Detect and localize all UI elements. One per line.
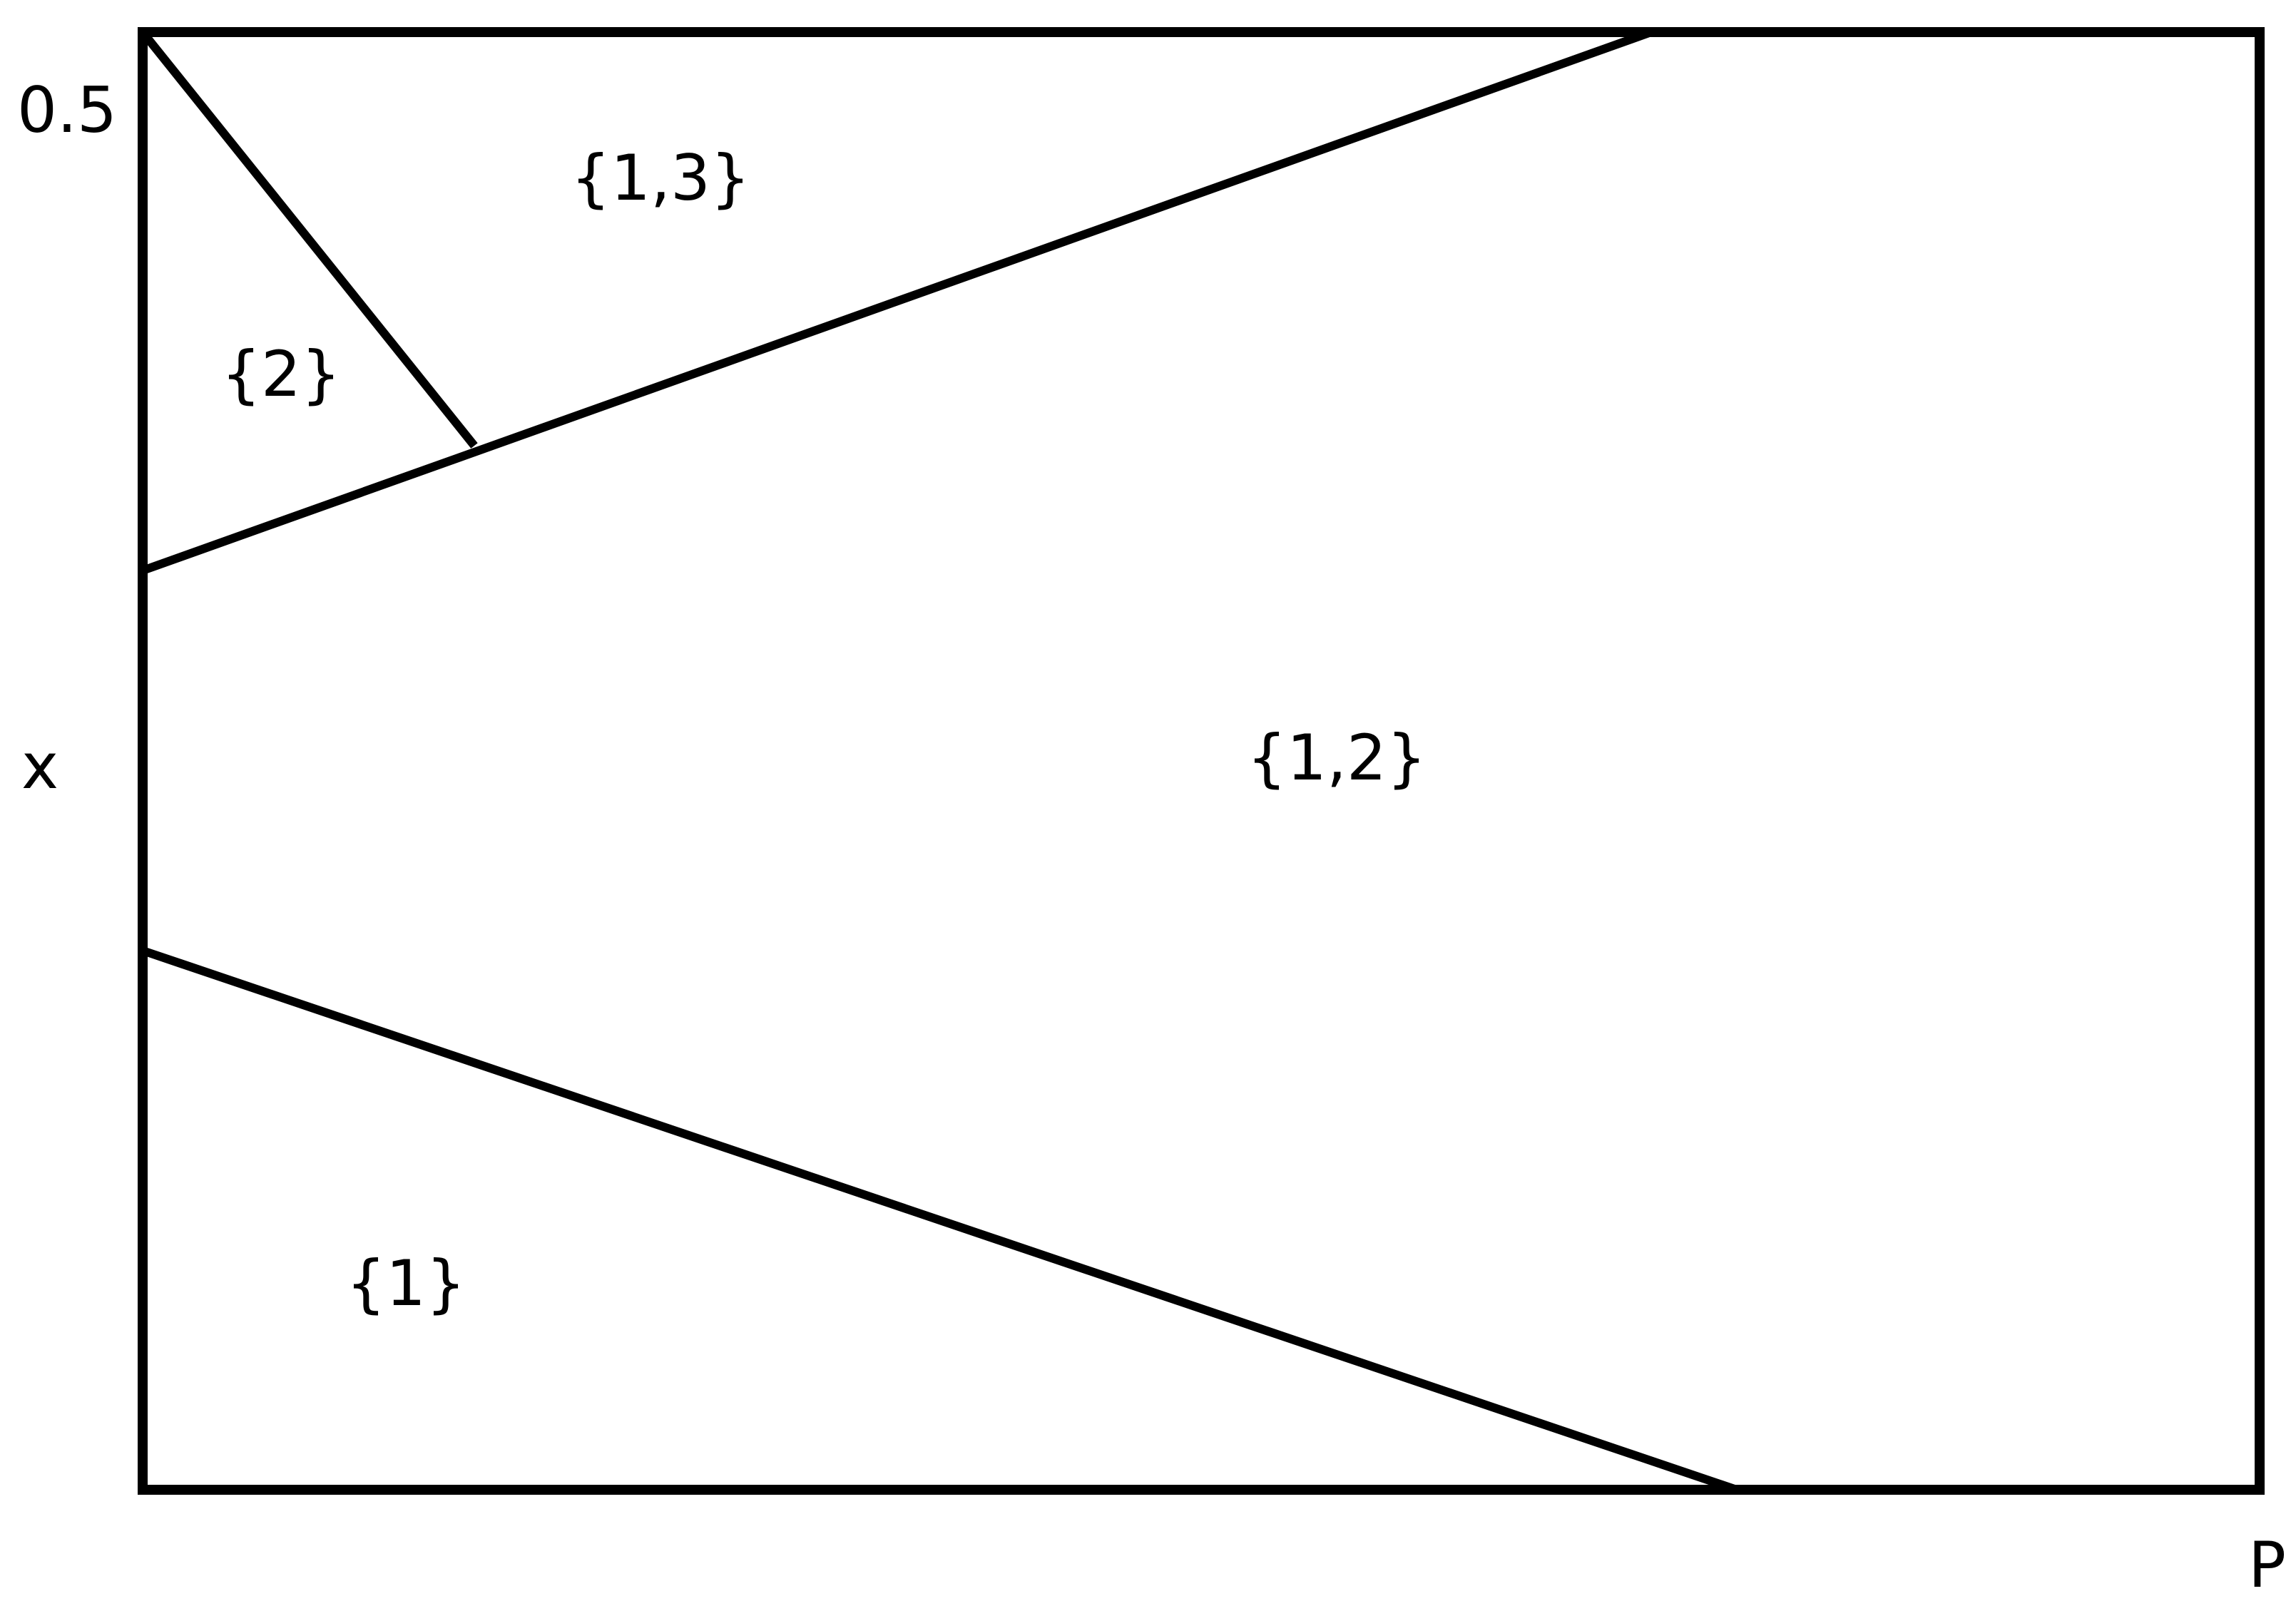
y-axis-label: x	[21, 730, 58, 803]
region-label-1-3: {1,3}	[571, 141, 750, 215]
y-tick-label: 0.5	[17, 73, 117, 147]
region-label-2: {2}	[221, 337, 341, 411]
diagonal-boundary-line	[139, 29, 478, 449]
x-axis-label: P	[2248, 1528, 2286, 1602]
upper-boundary-line	[141, 28, 1653, 575]
lower-boundary-line	[141, 946, 1738, 1494]
region-label-1-2: {1,2}	[1247, 721, 1427, 794]
plot-frame	[138, 27, 2265, 1495]
region-label-1: {1}	[346, 1247, 466, 1320]
